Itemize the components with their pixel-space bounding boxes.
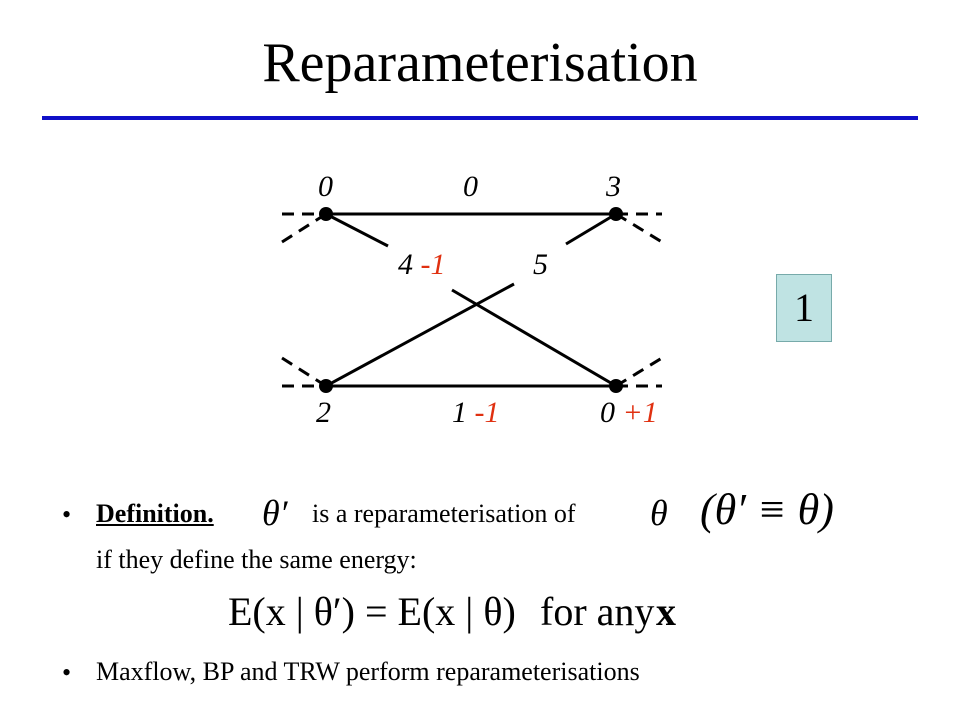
theta-prime-symbol: θ′ — [262, 493, 288, 533]
title-divider — [42, 116, 918, 120]
formula-variable-x: x — [656, 589, 676, 634]
formula-quantifier: for any — [540, 589, 655, 634]
dashed-edge — [281, 212, 327, 244]
page-title: Reparameterisation — [262, 32, 698, 94]
label-top-right: 3 — [605, 170, 621, 203]
label-bottom-left: 2 — [316, 396, 331, 429]
definition-heading: Definition. — [96, 499, 214, 528]
label-top-left: 0 — [318, 170, 333, 203]
solid-edges — [325, 212, 617, 388]
energy-formula: E(x | θ′) = E(x | θ) — [228, 589, 516, 634]
label-cross-left: 4 -1 — [398, 248, 446, 281]
edge-cross-a-end — [451, 288, 617, 388]
node-bottom-right — [609, 379, 623, 393]
definition-text: is a reparameterisation of — [312, 499, 576, 528]
edge-cross-b-end — [565, 212, 617, 246]
node-top-right — [609, 207, 623, 221]
label-bottom-mid: 1 -1 — [452, 396, 500, 429]
label-bottom-right-value: 0 — [600, 396, 615, 429]
dashed-edge — [615, 212, 663, 244]
edge-cross-a-start — [325, 212, 389, 248]
dashed-edge — [281, 356, 327, 388]
dashed-edge — [615, 356, 663, 388]
dashed-edges — [281, 212, 663, 388]
node-top-left — [319, 207, 333, 221]
label-bottom-right: 0 +1 — [600, 396, 658, 429]
label-cross-left-delta: -1 — [421, 248, 446, 281]
edge-cross-b-start — [325, 282, 515, 388]
label-bottom-right-delta: +1 — [623, 396, 658, 429]
label-bottom-mid-value: 1 — [452, 396, 467, 429]
label-bottom-mid-delta: -1 — [475, 396, 500, 429]
bullet-dot: • — [62, 658, 72, 687]
label-top-mid: 0 — [463, 170, 478, 203]
label-cross-left-value: 4 — [398, 248, 413, 281]
definition-line2: if they define the same energy: — [96, 545, 417, 574]
slide-step-badge: 1 — [776, 274, 832, 342]
bullet-dot: • — [62, 500, 72, 529]
node-bottom-left — [319, 379, 333, 393]
theta-symbol: θ — [650, 493, 668, 533]
equivalence-formula: (θ′ ≡ θ) — [700, 485, 834, 534]
bullet-maxflow-text: Maxflow, BP and TRW perform reparameteri… — [96, 657, 640, 686]
label-cross-right: 5 — [533, 248, 548, 281]
